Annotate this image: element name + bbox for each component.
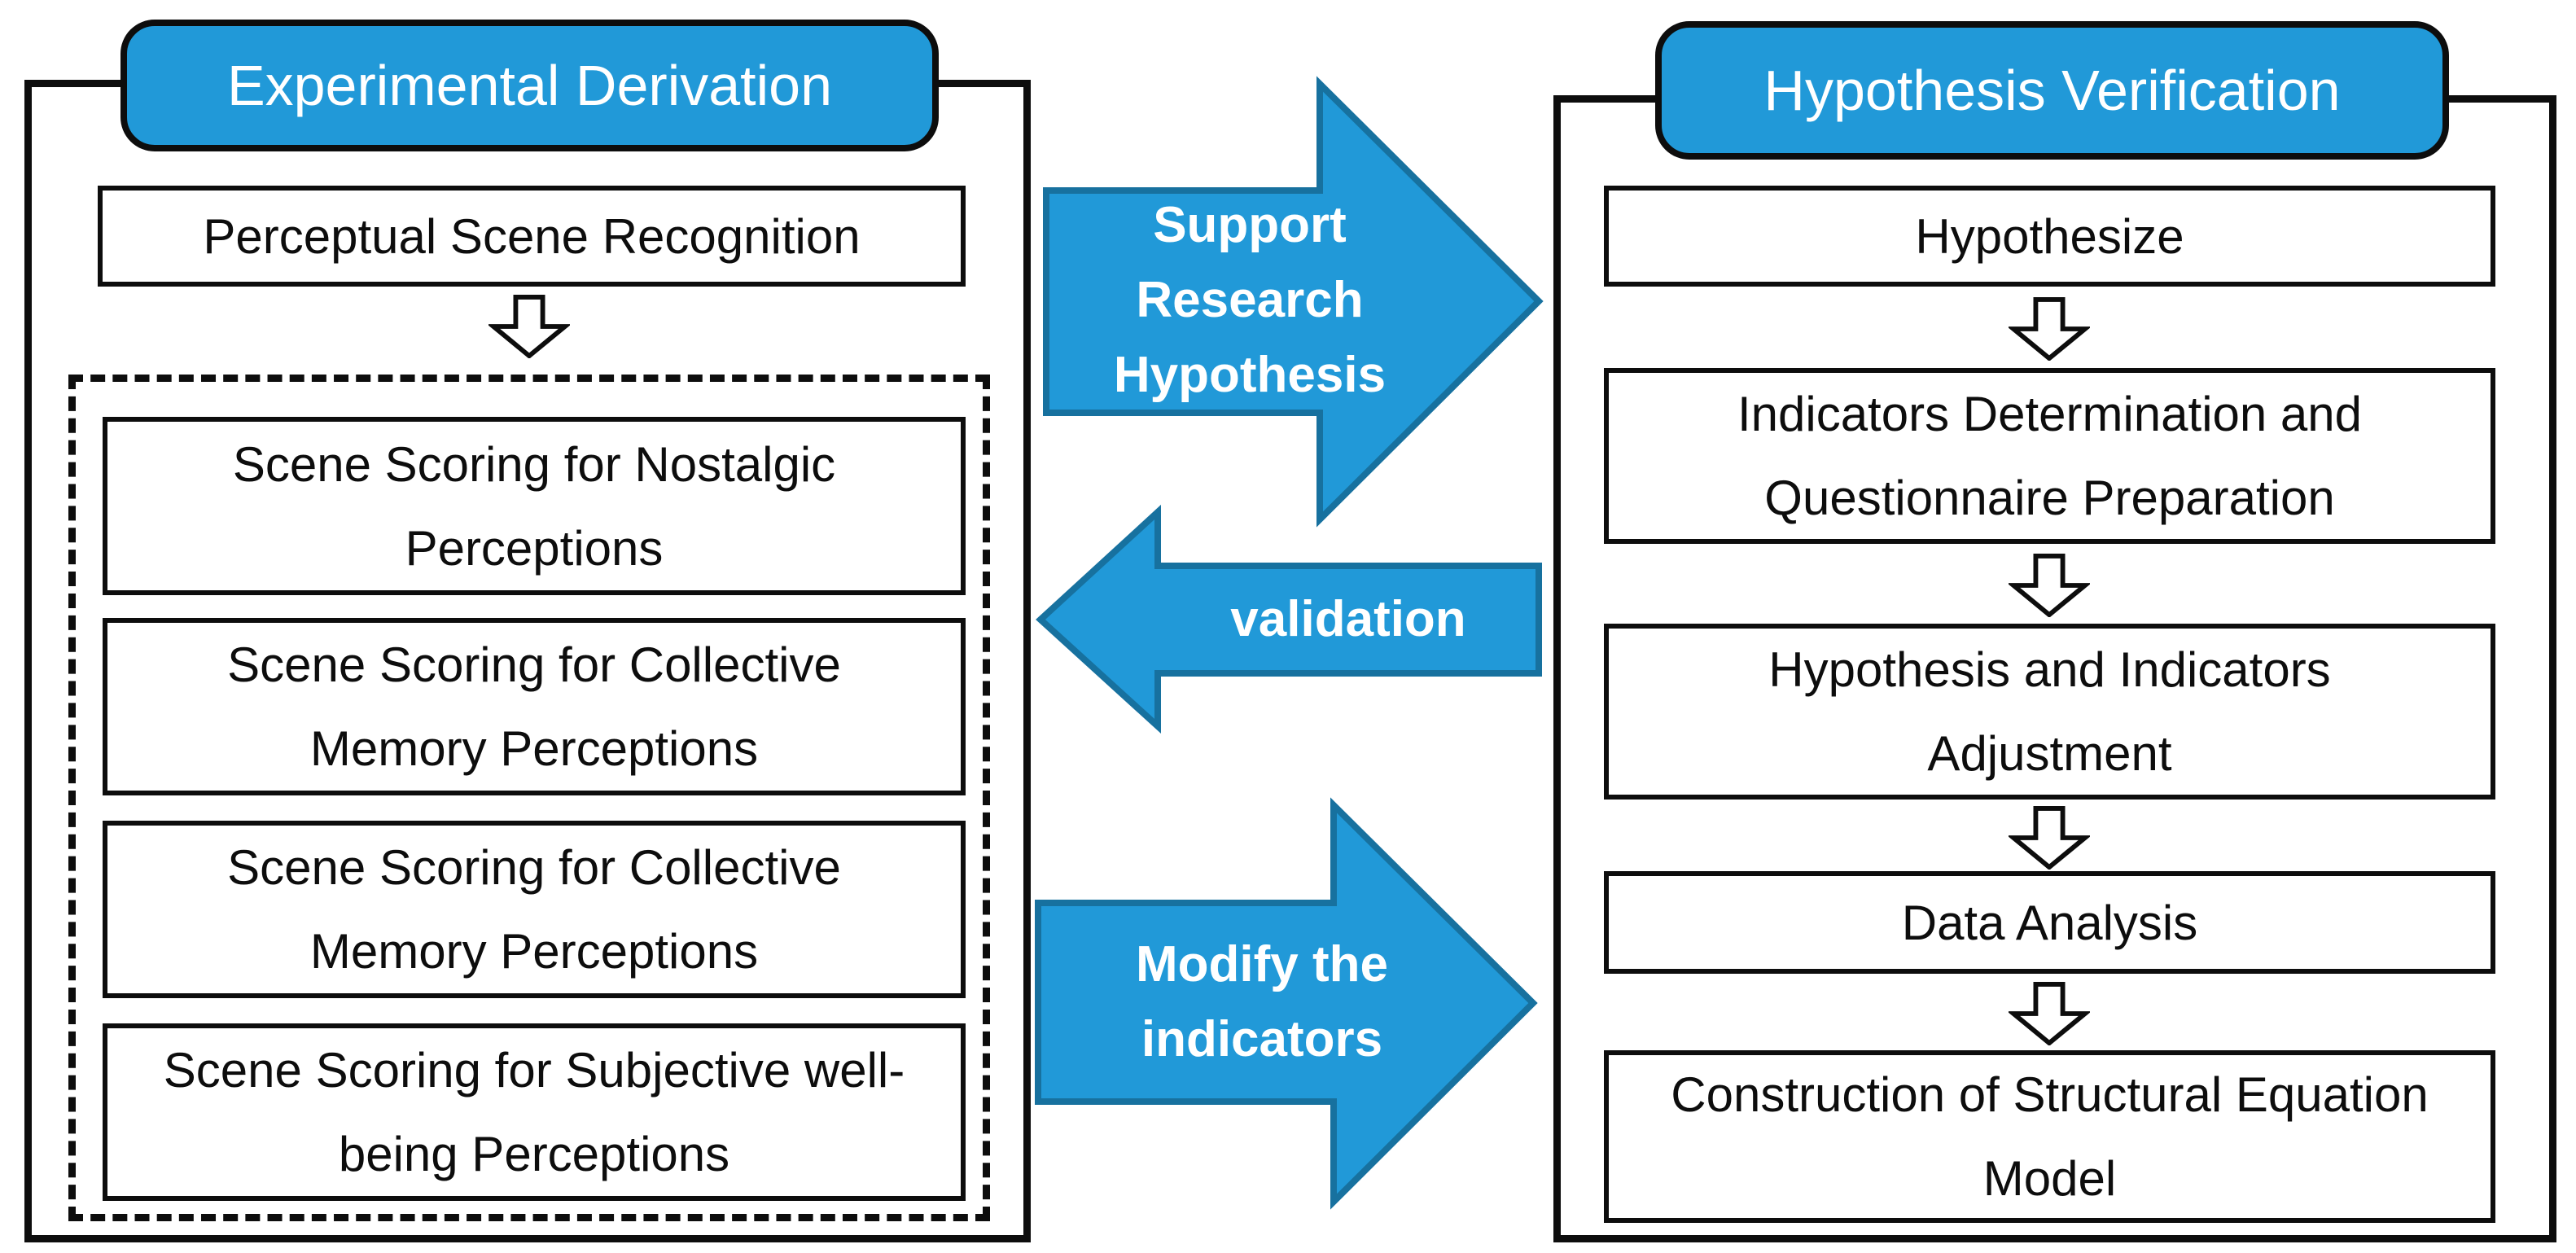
scene-scoring-collective-memory-label-1: Scene Scoring for Collective Memory Perc… <box>227 637 841 776</box>
perceptual-scene-recognition-box: Perceptual Scene Recognition <box>98 186 966 287</box>
left-arrow-icon <box>1036 504 1542 734</box>
hypothesis-verification-header: Hypothesis Verification <box>1655 21 2449 160</box>
support-research-hypothesis-arrow: Support Research Hypothesis <box>1043 76 1544 528</box>
scene-scoring-collective-memory-box-2: Scene Scoring for Collective Memory Perc… <box>103 821 966 998</box>
scene-scoring-nostalgic-label: Scene Scoring for Nostalgic Perceptions <box>232 436 836 576</box>
structural-equation-model-box: Construction of Structural Equation Mode… <box>1604 1050 2495 1223</box>
data-analysis-label: Data Analysis <box>1901 895 2198 950</box>
data-analysis-box: Data Analysis <box>1604 871 2495 974</box>
validation-label: validation <box>1230 591 1466 647</box>
down-arrow-icon <box>2006 982 2092 1046</box>
scene-scoring-wellbeing-label: Scene Scoring for Subjective well-being … <box>163 1043 905 1181</box>
support-research-hypothesis-label: Support Research Hypothesis <box>1113 197 1387 403</box>
validation-arrow: validation <box>1036 504 1542 734</box>
perceptual-scene-recognition-label: Perceptual Scene Recognition <box>203 208 861 264</box>
right-arrow-icon <box>1043 76 1544 528</box>
scene-scoring-collective-memory-box-1: Scene Scoring for Collective Memory Perc… <box>103 618 966 795</box>
indicators-determination-box: Indicators Determination and Questionnai… <box>1604 368 2495 544</box>
down-arrow-icon <box>2006 297 2092 361</box>
scene-scoring-wellbeing-box: Scene Scoring for Subjective well-being … <box>103 1023 966 1201</box>
modify-the-indicators-label: Modify the indicators <box>1136 936 1388 1067</box>
hypothesis-verification-title: Hypothesis Verification <box>1763 59 2341 122</box>
hypothesize-box: Hypothesize <box>1604 186 2495 287</box>
down-arrow-icon <box>486 295 572 359</box>
down-arrow-icon <box>2006 554 2092 618</box>
right-arrow-icon <box>1035 797 1538 1210</box>
hypothesis-indicators-adjustment-box: Hypothesis and Indicators Adjustment <box>1604 624 2495 800</box>
experimental-derivation-header: Experimental Derivation <box>120 20 939 151</box>
experimental-derivation-title: Experimental Derivation <box>226 54 833 117</box>
hypothesize-label: Hypothesize <box>1915 208 2184 264</box>
down-arrow-icon <box>2006 806 2092 870</box>
structural-equation-model-label: Construction of Structural Equation Mode… <box>1671 1067 2429 1206</box>
scene-scoring-collective-memory-label-2: Scene Scoring for Collective Memory Perc… <box>227 840 841 979</box>
scene-scoring-nostalgic-box: Scene Scoring for Nostalgic Perceptions <box>103 417 966 595</box>
indicators-determination-label: Indicators Determination and Questionnai… <box>1737 387 2363 525</box>
modify-the-indicators-arrow: Modify the indicators <box>1035 797 1538 1210</box>
scoring-group-dashed-box <box>68 375 990 1221</box>
hypothesis-indicators-adjustment-label: Hypothesis and Indicators Adjustment <box>1768 642 2331 781</box>
